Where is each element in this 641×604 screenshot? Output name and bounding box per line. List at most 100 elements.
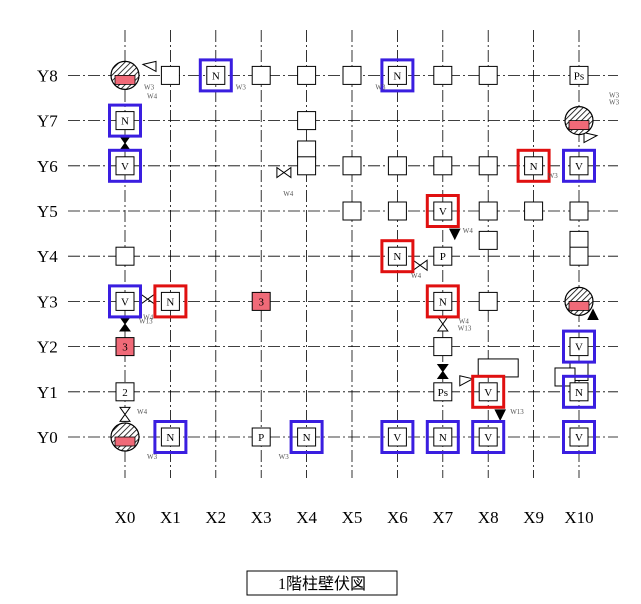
wall-bowtie xyxy=(436,363,449,379)
column-label: P xyxy=(258,432,264,444)
column-square xyxy=(433,156,453,176)
column-label: V xyxy=(575,161,583,173)
blue-frame xyxy=(562,374,596,409)
column-square xyxy=(524,156,544,176)
blue-frame xyxy=(108,284,142,319)
column-square xyxy=(297,65,317,85)
wall-bowtie xyxy=(140,293,156,306)
wall-marker xyxy=(448,228,461,241)
column-label: V xyxy=(484,387,492,399)
column-square xyxy=(160,427,180,447)
column-square xyxy=(478,382,498,402)
column-square xyxy=(251,427,271,447)
round-column xyxy=(564,105,594,136)
blue-frame xyxy=(380,58,415,93)
wall-tag: W4 xyxy=(137,408,148,416)
column-label: N xyxy=(439,432,447,444)
x-axis-label: X5 xyxy=(342,508,363,527)
wall-tag: W13 xyxy=(510,408,524,416)
red-frame xyxy=(425,284,460,319)
x-axis-label: X1 xyxy=(160,508,181,527)
wall-marker xyxy=(494,409,507,421)
column-square xyxy=(478,291,498,311)
drawing-title: 1階柱壁伏図 xyxy=(278,574,366,593)
x-axis-label: X9 xyxy=(523,508,544,527)
wall-bowtie xyxy=(119,135,131,151)
column-label: V xyxy=(575,342,583,354)
column-label: N xyxy=(166,296,174,308)
wall-bowtie xyxy=(436,316,449,332)
column-label: N xyxy=(303,432,311,444)
column-square xyxy=(433,337,453,357)
column-square xyxy=(115,156,135,176)
column-label: N xyxy=(121,116,129,128)
title-box: 1階柱壁伏図 xyxy=(246,570,398,596)
column-square xyxy=(387,65,407,85)
red-frame xyxy=(471,374,506,409)
red-frame xyxy=(516,148,551,183)
x-axis-label: X7 xyxy=(432,508,453,527)
round-column xyxy=(564,286,594,316)
column-label: N xyxy=(530,161,538,173)
column-square xyxy=(478,65,498,85)
column-label: V xyxy=(484,432,492,444)
wall-bowtie xyxy=(119,406,131,422)
wall-box xyxy=(477,358,519,378)
column-label: 3 xyxy=(122,342,128,354)
wall-tag: W3 xyxy=(375,83,386,91)
column-label: V xyxy=(393,432,401,444)
wall-marker xyxy=(141,60,157,73)
column-square xyxy=(478,156,498,176)
column-label: V xyxy=(575,432,583,444)
column-square xyxy=(433,291,453,311)
round-column xyxy=(110,422,140,452)
column-label: 2 xyxy=(122,387,128,399)
wall-markers xyxy=(119,60,599,422)
wall-tag: W3 xyxy=(609,91,620,99)
blue-frame xyxy=(562,420,596,454)
column-square xyxy=(115,246,135,266)
x-axis-label: X10 xyxy=(564,508,593,527)
blue-frame xyxy=(153,420,188,454)
column-square xyxy=(342,201,362,221)
column-square xyxy=(433,201,453,221)
x-axis-label: X6 xyxy=(387,508,408,527)
column-label: Ps xyxy=(438,387,448,399)
column-square xyxy=(387,427,407,447)
y-axis-label: Y5 xyxy=(37,202,58,221)
y-axis-label: Y7 xyxy=(37,112,58,131)
column-label: V xyxy=(121,296,129,308)
wall-tag: W4 xyxy=(459,317,470,325)
column-square xyxy=(297,111,317,131)
x-axis-label: X4 xyxy=(296,508,317,527)
wall-tag: W3 xyxy=(236,83,247,91)
y-axis-label: Y8 xyxy=(37,66,58,85)
y-axis-label: Y2 xyxy=(37,338,58,357)
wall-tag: W3 xyxy=(609,99,620,107)
wall-bowtie xyxy=(276,166,292,179)
blue-frame xyxy=(289,420,324,454)
column-label: N xyxy=(393,70,401,82)
x-axis-label: X3 xyxy=(251,508,272,527)
column-label: N xyxy=(212,70,220,82)
column-square xyxy=(251,65,271,85)
column-square xyxy=(297,140,317,160)
column-square xyxy=(206,65,226,85)
y-axis-label: Y3 xyxy=(37,292,58,311)
wall-tag: W13 xyxy=(139,317,153,325)
wall-tag: W4 xyxy=(283,190,294,198)
column-label: V xyxy=(439,206,447,218)
column-square xyxy=(387,156,407,176)
wall-marker xyxy=(583,131,599,144)
column-square xyxy=(297,427,317,447)
column-square xyxy=(433,65,453,85)
column-square xyxy=(569,337,589,357)
column-square xyxy=(342,156,362,176)
column-square xyxy=(251,291,271,311)
column-label: N xyxy=(393,251,401,263)
wall-tag: W3 xyxy=(144,83,155,91)
column-label: V xyxy=(121,161,129,173)
y-axis-label: Y4 xyxy=(37,247,58,266)
y-axis-label: Y6 xyxy=(37,157,58,176)
column-square xyxy=(569,246,589,266)
